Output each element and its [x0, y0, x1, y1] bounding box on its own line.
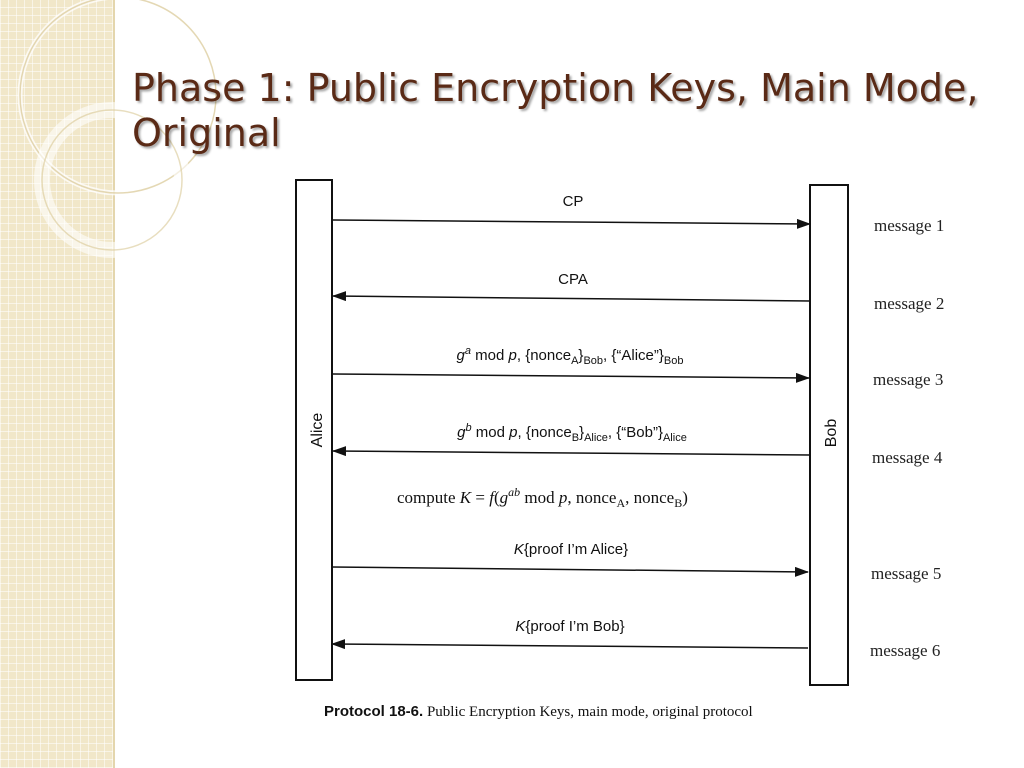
message-5-tag: message 5	[871, 564, 941, 583]
message-1-label: CP	[563, 193, 584, 210]
message-4-label: gb mod p, {nonceB}Alice, {“Bob”}Alice	[457, 422, 687, 444]
message-6-label: K{proof I’m Bob}	[515, 618, 624, 635]
message-4-arrow	[332, 446, 811, 457]
bob-lifeline: Bob	[809, 184, 849, 686]
message-5: K{proof I’m Alice} message 5	[331, 541, 941, 583]
message-4-tag: message 4	[872, 448, 943, 467]
message-4: gb mod p, {nonceB}Alice, {“Bob”}Alice me…	[332, 422, 943, 467]
message-5-label: K{proof I’m Alice}	[514, 541, 628, 558]
message-1-arrow	[332, 218, 811, 229]
slide-title-line-2: Original	[132, 111, 281, 155]
alice-lifeline: Alice	[295, 179, 333, 681]
message-2-arrow	[332, 291, 811, 302]
slide-title-line-1: Phase 1: Public Encryption Keys, Main Mo…	[132, 66, 979, 110]
message-6-tag: message 6	[870, 641, 940, 660]
message-2-label: CPA	[558, 271, 588, 288]
message-5-arrow	[331, 566, 809, 577]
message-2-tag: message 2	[874, 294, 944, 313]
message-1: CP message 1	[332, 193, 944, 235]
message-3: ga mod p, {nonceA}Bob, {“Alice”}Bob mess…	[332, 345, 943, 389]
slide-title: Phase 1: Public Encryption Keys, Main Mo…	[132, 66, 992, 156]
compute-key-formula: compute K = f(gab mod p, nonceA, nonceB)	[397, 485, 688, 510]
message-6-arrow	[331, 639, 809, 650]
bob-label: Bob	[823, 419, 840, 448]
decorative-circles	[17, 0, 219, 258]
figure-caption: Protocol 18-6. Public Encryption Keys, m…	[324, 703, 753, 720]
alice-label: Alice	[309, 413, 326, 448]
message-6: K{proof I’m Bob} message 6	[331, 618, 940, 660]
message-3-arrow	[332, 372, 810, 383]
message-3-tag: message 3	[873, 370, 943, 389]
message-1-tag: message 1	[874, 216, 944, 235]
message-2: CPA message 2	[332, 271, 944, 313]
message-3-label: ga mod p, {nonceA}Bob, {“Alice”}Bob	[457, 345, 684, 367]
